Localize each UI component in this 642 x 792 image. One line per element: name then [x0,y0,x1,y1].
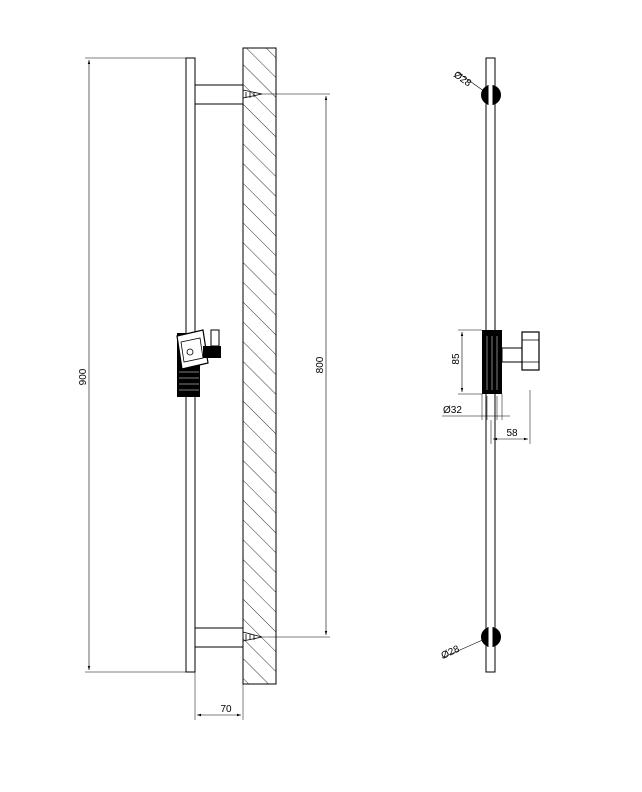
dim-bracket-spacing-label: 800 [315,356,326,373]
side-bottom-bracket [481,627,501,647]
front-view: 900 800 70 [78,47,330,720]
dim-wall-offset: 70 [194,672,244,720]
dim-holder-projection: 58 [490,390,531,444]
dim-slider-height: 85 [451,329,482,395]
front-bottom-bracket [194,627,263,648]
dim-bottom-bracket-diameter: Ø28 [440,637,488,662]
side-slider [482,330,540,394]
dim-bottom-bracket-diameter-label: Ø28 [440,644,462,662]
dim-bar-diameter: Ø32 [442,394,510,420]
front-slider [176,329,221,397]
dim-bar-diameter-label: Ø32 [443,405,462,416]
front-top-bracket [194,84,263,105]
dim-top-bracket-diameter: Ø28 [451,69,489,95]
dim-wall-offset-label: 70 [220,704,232,715]
wall-section [242,47,277,685]
dim-holder-projection-label: 58 [506,428,518,439]
dim-total-height: 900 [78,57,186,673]
side-top-bracket [481,85,501,105]
dim-top-bracket-diameter-label: Ø28 [451,69,473,89]
dim-bracket-spacing: 800 [262,93,330,638]
dim-total-height-label: 900 [78,368,89,385]
dim-slider-height-label: 85 [451,353,462,365]
side-view: Ø28 Ø28 85 Ø32 [440,57,540,673]
